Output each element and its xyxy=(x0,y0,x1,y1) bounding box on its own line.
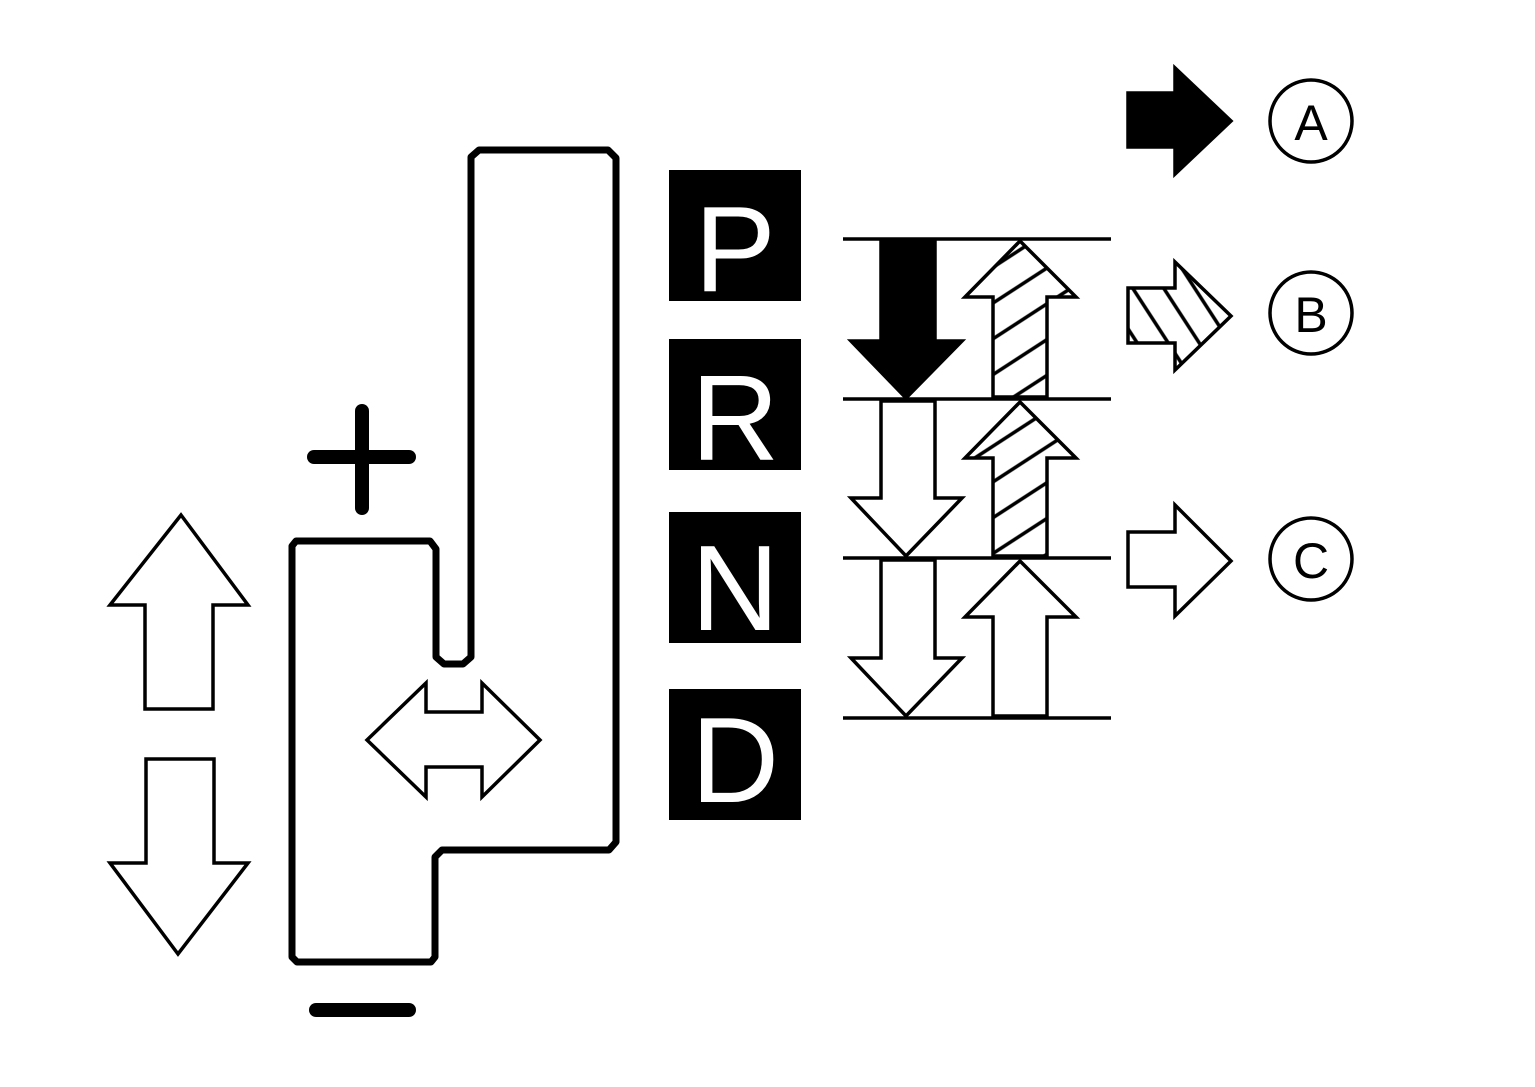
down-arrow-outline-icon xyxy=(846,558,967,719)
right-arrow-hatched-icon xyxy=(1126,257,1234,375)
arrow-up-icon xyxy=(106,512,252,711)
gear-box-N: N xyxy=(669,512,801,656)
legend-circle xyxy=(1268,78,1354,164)
gear-label: N xyxy=(691,520,779,656)
down-arrow-solid-icon xyxy=(846,239,967,401)
up-arrow-outline-icon xyxy=(960,558,1081,718)
gear-box-P: P xyxy=(669,170,801,317)
gear-box-D: D xyxy=(669,689,801,828)
legend-label: B xyxy=(1294,287,1327,343)
right-arrow-solid-icon xyxy=(1126,63,1234,179)
down-arrow-outline-icon xyxy=(846,399,967,559)
shift-gate-outline xyxy=(288,146,620,966)
up-arrow-hatched-icon xyxy=(960,399,1081,558)
legend-label: A xyxy=(1294,95,1328,151)
legend-item-b: B xyxy=(1126,257,1354,375)
gear-label: R xyxy=(691,350,779,486)
legend-circle xyxy=(1268,270,1354,356)
legend-label: C xyxy=(1293,533,1329,589)
gear-label: D xyxy=(691,692,779,828)
gear-box-R: R xyxy=(669,339,801,486)
arrow-left-right-icon xyxy=(364,678,543,802)
legend-item-a: A xyxy=(1126,63,1354,179)
plus-sign xyxy=(307,404,416,515)
up-arrow-hatched-icon xyxy=(960,238,1081,399)
legend-circle xyxy=(1268,516,1354,602)
right-arrow-outline-icon xyxy=(1126,500,1234,621)
gear-label: P xyxy=(694,181,775,317)
arrow-down-icon xyxy=(106,757,252,957)
legend-item-c: C xyxy=(1126,500,1354,621)
